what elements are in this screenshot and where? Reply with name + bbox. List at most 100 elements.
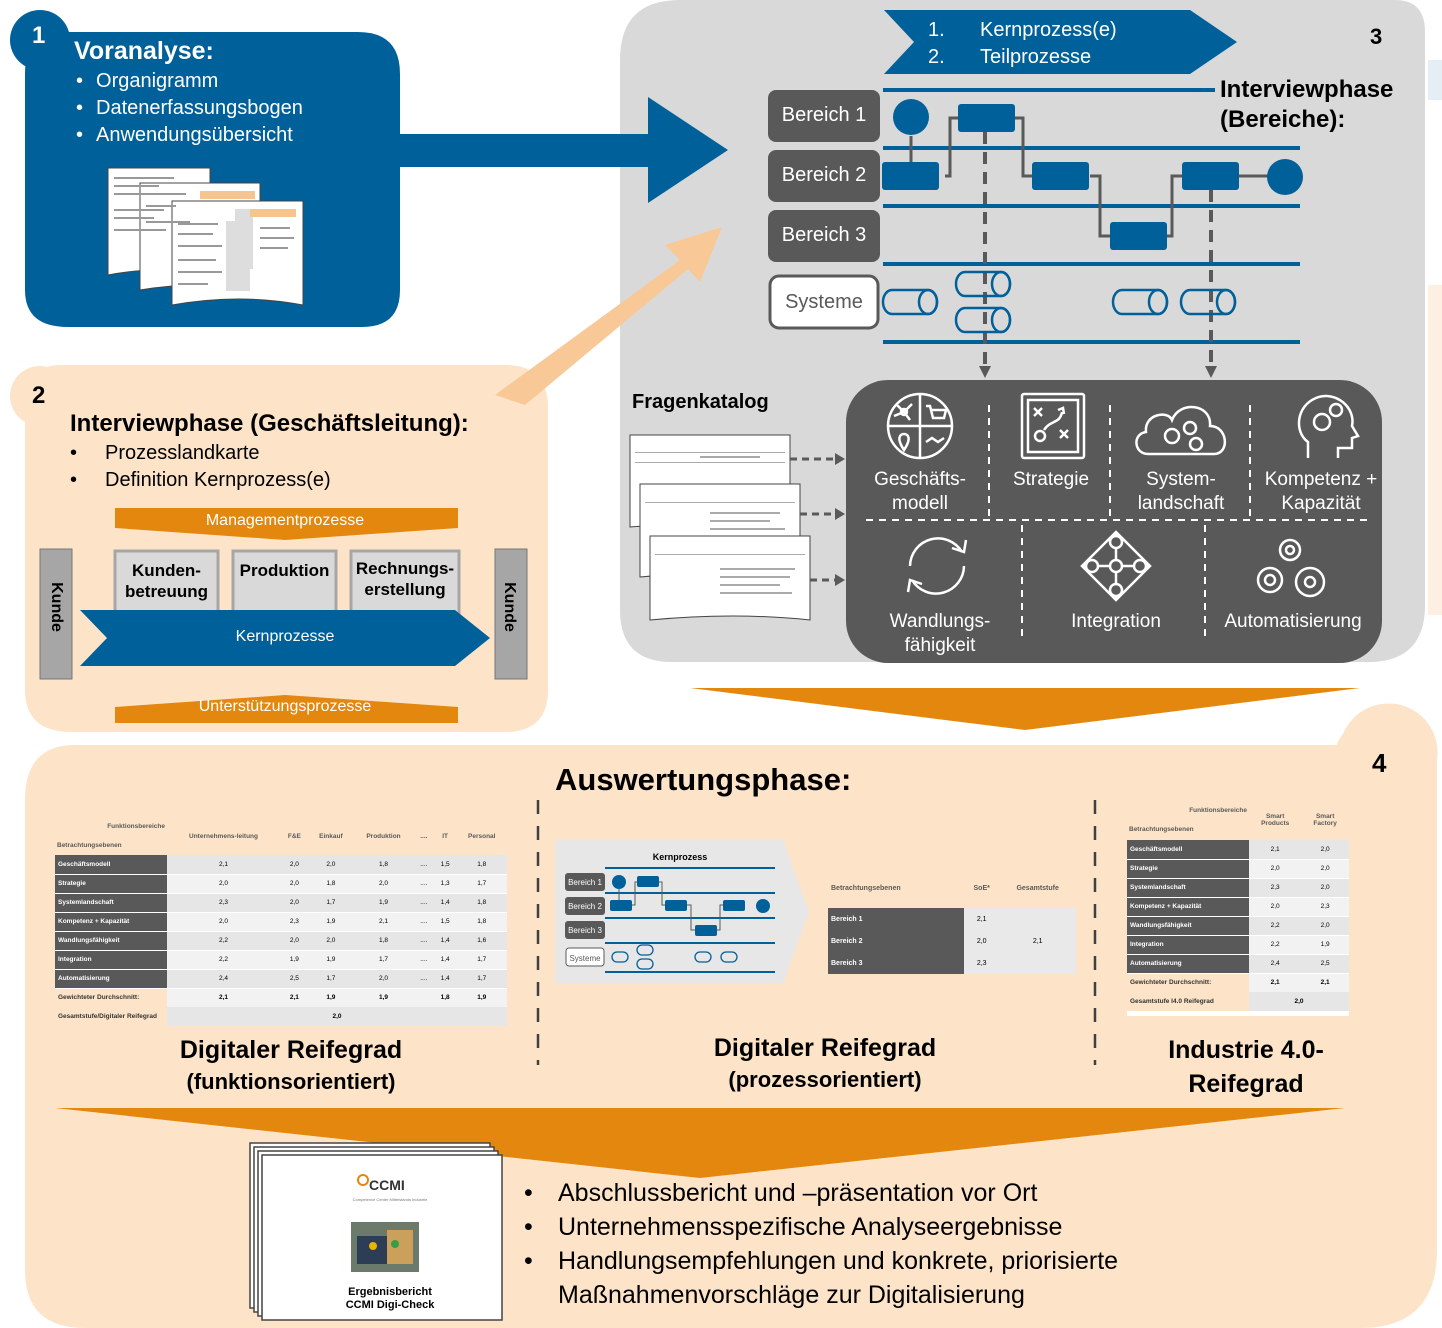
table-cell: 1,3 [433, 874, 457, 894]
phase1-item: •Organigramm [76, 70, 219, 92]
core-processes-label: Kernprozesse [235, 628, 335, 645]
phase2-list: •Prozesslandkarte •Definition Kernprozes… [70, 440, 331, 494]
table-cell: 2,3 [1249, 878, 1302, 898]
table-cell: .... [413, 855, 434, 875]
report-stack [249, 1142, 503, 1321]
phase1-arrow [400, 97, 728, 203]
phase2-item: •Prozesslandkarte [70, 442, 260, 464]
industry40-table: Funktionsbereiche Betrachtungsebenen Sma… [1127, 800, 1349, 1011]
column-header: Smart Products [1261, 813, 1290, 827]
table-cell: 2,2 [1249, 935, 1302, 955]
dimension-business-model: Geschäfts-modell [874, 469, 966, 514]
phase2-item: •Definition Kernprozess(e) [70, 469, 331, 491]
final-bullet: •Handlungsempfehlungen und konkrete, pri… [524, 1247, 1119, 1275]
results-to-report-arrow [55, 1108, 1345, 1178]
row-label: Wandlungsfähigkeit [55, 931, 167, 951]
lane-label: Bereich 1 [781, 104, 867, 126]
phase1-number: 1 [32, 22, 46, 49]
table-row: Bereich 1 2,1 2,1 [828, 908, 1076, 974]
table-cell: 2,0 [167, 874, 281, 894]
average-cell: 1,8 [433, 988, 457, 1007]
table-cell: .... [413, 969, 434, 989]
table-cell: 1,5 [433, 855, 457, 875]
dimension-integration: Integration [1071, 611, 1161, 632]
table-cell: 2,0 [1249, 859, 1302, 879]
mini-systems-label: Systeme [569, 954, 601, 963]
table-cell: 1,8 [353, 931, 414, 951]
table-cell: 2,0 [280, 874, 309, 894]
phase2-arrow [495, 227, 722, 405]
final-bullet: •Abschlussbericht und –präsentation vor … [524, 1179, 1038, 1207]
phase1-title: Voranalyse: [74, 37, 214, 65]
process-box-rechnungserstellung: Rechnungs-erstellung [355, 559, 455, 599]
process-banner [884, 10, 1237, 74]
phase4-badge [1333, 715, 1429, 811]
result2-caption: Digitaler Reifegrad (prozessorientiert) [713, 1034, 937, 1092]
process-box-kundenbetreuung: Kunden-betreuung [124, 561, 209, 601]
total-value: 2,0 [167, 1007, 507, 1026]
row-label: Integration [1127, 935, 1249, 955]
column-header: Gesamtstufe [1016, 884, 1059, 892]
mini-diagram-title: Kernprozess [652, 852, 708, 862]
table-corner: Funktionsbereiche Betrachtungsebenen [57, 823, 165, 849]
table-cell: 1,8 [308, 874, 354, 894]
table-cell: .... [413, 931, 434, 951]
table-cell: 1,4 [433, 950, 457, 970]
table-cell: 1,8 [353, 855, 414, 875]
phase1-list: •Organigramm •Datenerfassungsbogen •Anwe… [76, 68, 303, 149]
phase4-title: Auswertungsphase: [555, 762, 852, 797]
row-label: Geschäftsmodell [1127, 840, 1249, 860]
column-header: Smart Factory [1313, 813, 1337, 827]
phase1-item: •Anwendungsübersicht [76, 124, 293, 146]
dimension-competence: Kompetenz +Kapazität [1264, 469, 1378, 514]
average-cell: 2,1 [280, 988, 309, 1007]
table-row: Bereich 2 2,0 [828, 930, 1076, 952]
column-header: Unternehmens-leitung [189, 832, 258, 840]
table-cell: 2,0 [353, 969, 414, 989]
column-header: IT [442, 832, 449, 840]
table-cell: .... [413, 874, 434, 894]
automation-icon [1256, 538, 1326, 598]
customer-right-label: Kunde [501, 582, 518, 632]
table-cell: 2,0 [308, 855, 354, 875]
final-bullet: •Unternehmensspezifische Analyseergebnis… [524, 1213, 1063, 1241]
table-cell: 2,4 [1249, 954, 1302, 974]
dimension-changeability: Wandlungs-fähigkeit [889, 611, 991, 656]
table-cell: 2,0 [1301, 878, 1349, 898]
table-cell: 2,3 [167, 893, 281, 913]
function-oriented-table: Funktionsbereiche Betrachtungsebenen Unt… [55, 817, 507, 1026]
table-cell: .... [413, 950, 434, 970]
industry40-table-wrapper: Funktionsbereiche Betrachtungsebenen Sma… [1127, 800, 1349, 1016]
report-logo: CCMI [369, 1177, 405, 1193]
table-cell: .... [413, 893, 434, 913]
phase2-title: Interviewphase (Geschäftsleitung): [70, 410, 469, 437]
table-cell: 2,1 [353, 912, 414, 932]
table-cell: 2,2 [167, 950, 281, 970]
average-cell [413, 988, 434, 1007]
document-stack-icon [107, 167, 304, 306]
table-cell: 2,5 [280, 969, 309, 989]
table-corner: Funktionsbereiche Betrachtungsebenen [1129, 807, 1247, 833]
process-banner-list: 1.Kernprozess(e) 2.Teilprozesse [928, 19, 1117, 68]
table-cell: 1,5 [433, 912, 457, 932]
table-cell: .... [413, 912, 434, 932]
system-landscape-icon [1135, 405, 1226, 456]
phase3-title: Interviewphase(Bereiche): [1220, 76, 1394, 133]
swimlane-diagram [768, 88, 1303, 378]
table-cell: 2,3 [1301, 897, 1349, 917]
mini-process-diagram [555, 840, 809, 983]
table-cell: 2,0 [1301, 916, 1349, 936]
question-catalog-documents [629, 434, 845, 621]
column-header: .... [420, 832, 428, 840]
